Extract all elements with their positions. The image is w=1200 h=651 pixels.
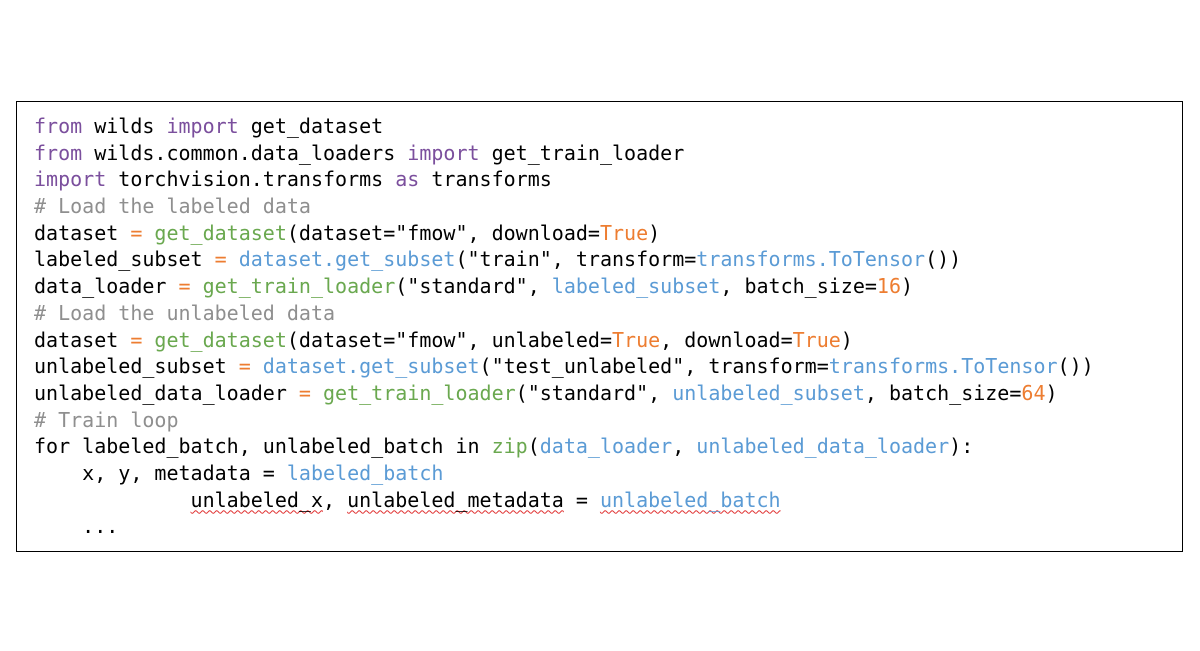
code-line: from wilds import get_dataset <box>34 113 1094 140</box>
code-token: unlabeled_data_loader <box>696 434 950 459</box>
code-line: from wilds.common.data_loaders import ge… <box>34 140 1094 167</box>
code-token: import <box>407 140 480 165</box>
code-token: ) <box>901 274 914 299</box>
code-token: ): <box>949 434 974 459</box>
code-token: x, y, metadata = <box>34 460 287 485</box>
code-token: wilds.common.data_loaders <box>82 140 408 165</box>
code-line: # Load the labeled data <box>34 193 1094 220</box>
code-token: True <box>599 220 649 245</box>
code-token: , batch_size= <box>720 274 877 299</box>
code-token: , batch_size= <box>864 380 1022 405</box>
code-token: ("standard", <box>515 380 673 405</box>
code-token: 16 <box>876 274 902 299</box>
code-token: data_loader <box>34 274 179 299</box>
code-token: = <box>563 487 600 512</box>
code-token: (dataset="fmow", unlabeled= <box>286 327 612 352</box>
code-line: # Train loop <box>34 407 1094 434</box>
code-token: ()) <box>925 247 962 272</box>
code-token: data_loader <box>539 434 673 459</box>
code-token: get_train_loader <box>323 380 516 405</box>
code-token: (dataset="fmow", download= <box>286 220 600 245</box>
code-token: ("standard", <box>395 274 552 299</box>
code-token: unlabeled_subset <box>672 380 865 405</box>
code-token: transforms <box>419 167 552 192</box>
code-token <box>191 274 203 298</box>
code-token: zip <box>491 434 528 459</box>
code-token: = <box>238 354 251 379</box>
code-token <box>142 221 154 245</box>
code-token: from <box>34 114 83 138</box>
code-token: = <box>130 327 143 352</box>
code-token: dataset <box>34 220 131 245</box>
code-token: labeled_subset <box>551 274 721 299</box>
code-token <box>227 247 239 271</box>
code-line: labeled_subset = dataset.get_subset("tra… <box>34 246 1094 273</box>
code-token: dataset.get_subset <box>238 247 456 272</box>
code-token: True <box>792 327 841 352</box>
code-token: import <box>34 167 107 192</box>
code-line: for labeled_batch, unlabeled_batch in zi… <box>34 433 1094 460</box>
code-token: = <box>130 220 143 245</box>
code-line: dataset = get_dataset(dataset="fmow", un… <box>34 327 1094 354</box>
code-token: , <box>323 487 348 512</box>
code-token: get_dataset <box>154 327 287 352</box>
code-token: from <box>34 140 83 165</box>
code-token: ... <box>34 514 119 539</box>
code-token: torchvision.transforms <box>106 167 396 192</box>
code-token: # Load the labeled data <box>34 194 311 219</box>
code-token: get_dataset <box>154 220 287 245</box>
code-line: dataset = get_dataset(dataset="fmow", do… <box>34 220 1094 247</box>
code-token: transforms.ToTensor <box>828 354 1058 379</box>
code-token: dataset <box>34 327 131 352</box>
code-line: unlabeled_x, unlabeled_metadata = unlabe… <box>34 487 1094 514</box>
code-token <box>34 488 191 512</box>
code-token: unlabeled_metadata <box>347 487 564 512</box>
code-token: ( <box>527 434 540 459</box>
code-token: unlabeled_batch <box>599 487 781 512</box>
code-line: unlabeled_data_loader = get_train_loader… <box>34 380 1094 407</box>
code-token: ("test_unlabeled", transform= <box>479 354 829 379</box>
code-line: unlabeled_subset = dataset.get_subset("t… <box>34 353 1094 380</box>
code-token: get_dataset <box>238 114 384 138</box>
code-token: transforms.ToTensor <box>696 247 926 272</box>
code-token: labeled_batch <box>286 460 444 485</box>
code-token: as <box>395 167 420 192</box>
code-token: import <box>166 114 239 138</box>
code-token: 64 <box>1021 380 1046 405</box>
code-token: ) <box>1045 380 1058 405</box>
code-token <box>311 381 323 405</box>
code-line: # Load the unlabeled data <box>34 300 1094 327</box>
code-token: get_train_loader <box>479 140 685 165</box>
code-token: get_train_loader <box>202 274 396 299</box>
code-token: True <box>611 327 661 352</box>
code-token: wilds <box>82 114 167 138</box>
code-token <box>251 354 263 378</box>
code-token: = <box>178 274 191 299</box>
code-token: = <box>298 380 311 405</box>
code-token: # Train loop <box>34 407 179 432</box>
code-token: ()) <box>1057 354 1094 379</box>
code-token: unlabeled_x <box>190 487 323 512</box>
code-token: ) <box>840 327 853 352</box>
code-token: unlabeled_data_loader <box>34 380 299 405</box>
code-token: , <box>672 434 697 459</box>
code-token: # Load the unlabeled data <box>34 300 336 325</box>
code-line: import torchvision.transforms as transfo… <box>34 166 1094 193</box>
code-token: ) <box>648 220 661 245</box>
code-line: data_loader = get_train_loader("standard… <box>34 273 1094 300</box>
code-token: , download= <box>660 327 793 352</box>
code-token: labeled_subset <box>34 247 215 272</box>
code-token <box>142 328 154 352</box>
code-line: ... <box>34 513 1094 540</box>
code-line: x, y, metadata = labeled_batch <box>34 460 1094 487</box>
code-token: unlabeled_subset <box>34 354 239 379</box>
code-token: = <box>214 247 227 272</box>
code-token: dataset.get_subset <box>262 354 480 379</box>
code-token: for labeled_batch, unlabeled_batch in <box>34 434 492 459</box>
code-token: ("train", transform= <box>455 247 697 272</box>
